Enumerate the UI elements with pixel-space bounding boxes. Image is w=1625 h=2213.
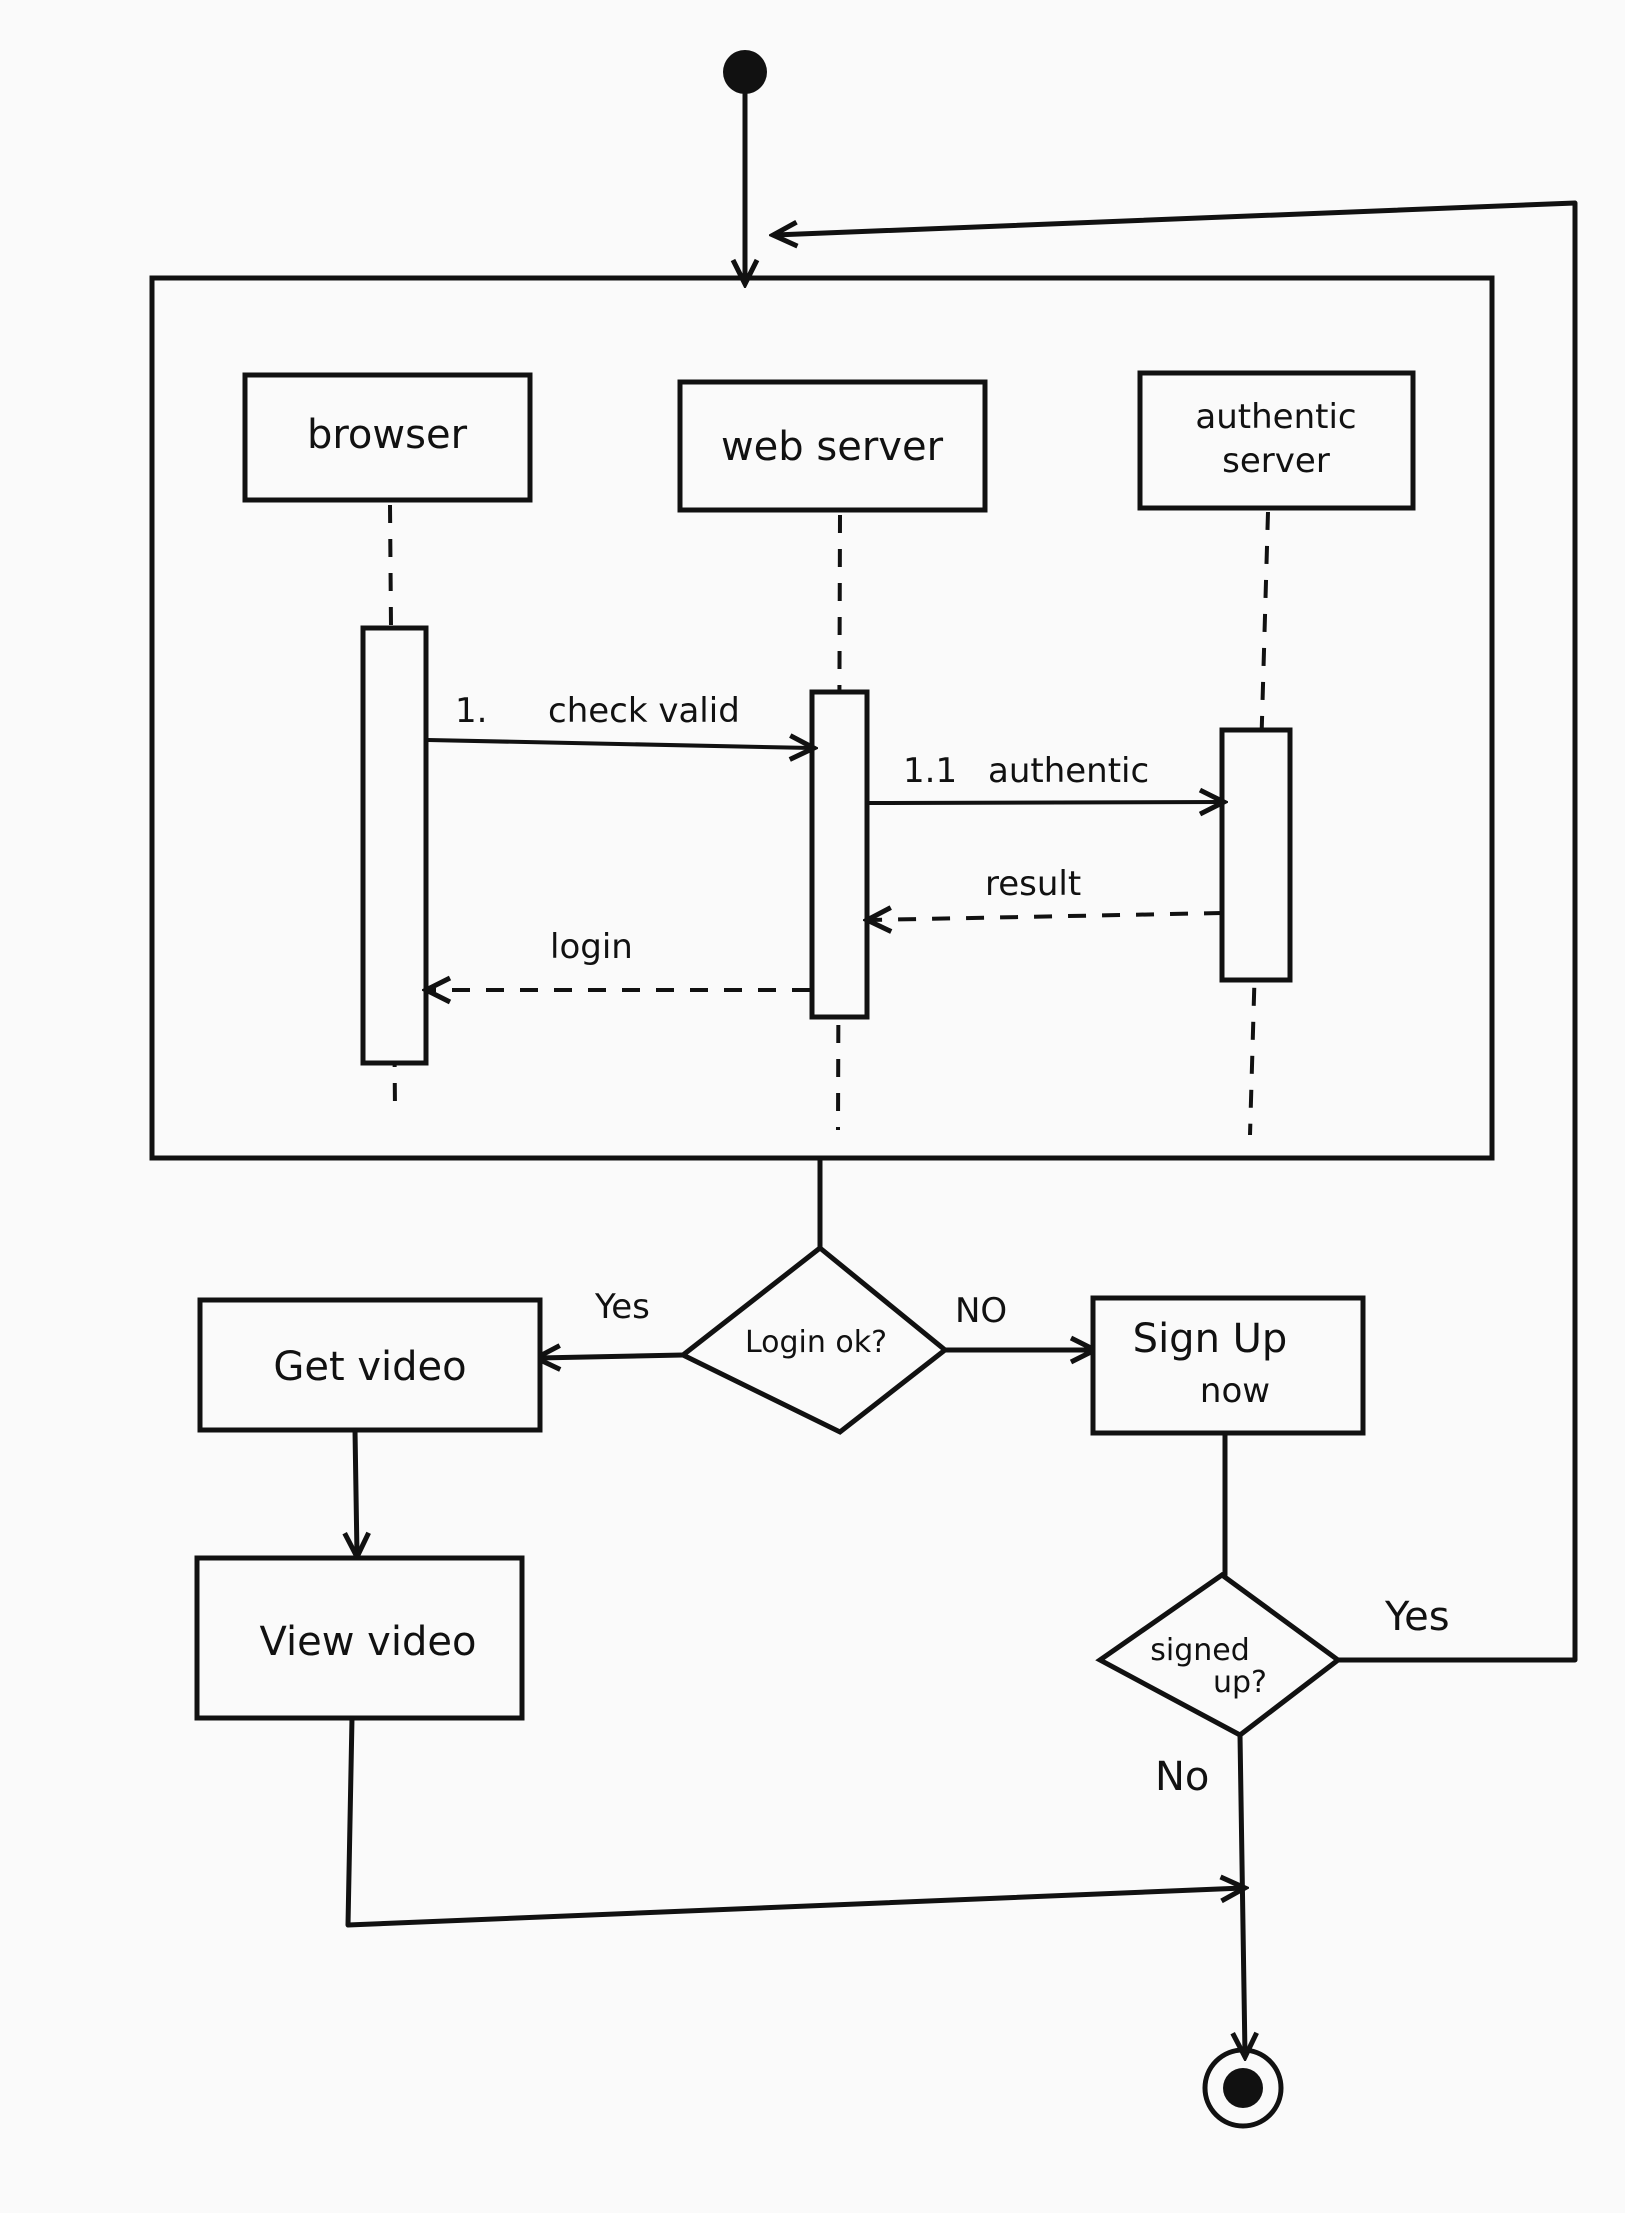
decision-signed-up-label-2: up?: [1213, 1665, 1267, 1700]
message-authentic-label: authentic: [988, 751, 1149, 791]
label-signed-yes: Yes: [1384, 1594, 1450, 1640]
action-view-video: [194, 1555, 525, 1721]
activation-browser: [360, 625, 429, 1066]
sequence-frame: [149, 275, 1495, 1161]
lifeline-browser-label: browser: [307, 412, 468, 458]
message-check-valid: [426, 740, 812, 748]
lifeline-web-server-box: [677, 379, 988, 513]
lifeline-authentic-server-box: [1137, 370, 1416, 511]
message-result: [869, 913, 1223, 920]
action-sign-up-now: [1090, 1295, 1366, 1436]
action-view-video-label: View video: [260, 1619, 477, 1665]
final-node-core: [1223, 2068, 1263, 2108]
decision-login-ok-label: Login ok?: [745, 1325, 887, 1360]
action-get-video: [197, 1297, 543, 1433]
action-sign-up-label-2: now: [1200, 1371, 1270, 1411]
label-login-yes: Yes: [594, 1287, 650, 1327]
action-sign-up-label-1: Sign Up: [1133, 1316, 1288, 1362]
label-signed-no: No: [1155, 1754, 1209, 1800]
flow-view-to-end: [345, 1715, 1243, 1928]
flow-get-to-view: [355, 1427, 357, 1555]
flow-login-yes: [538, 1355, 686, 1358]
message-result-label: result: [985, 864, 1081, 904]
message-authentic: [867, 802, 1222, 803]
loop-back-flow: [775, 200, 1578, 1663]
activation-web-server: [809, 689, 870, 1020]
message-check-valid-label: check valid: [548, 691, 740, 731]
decision-signed-up-label-1: signed: [1150, 1633, 1250, 1668]
lifeline-authentic-server-label-1: authentic: [1195, 397, 1356, 437]
label-login-no: NO: [955, 1291, 1007, 1331]
action-get-video-label: Get video: [273, 1344, 466, 1390]
lifeline-web-server-label: web server: [721, 424, 944, 470]
message-check-valid-number: 1.: [455, 691, 487, 731]
initial-node: [723, 50, 767, 94]
activation-authentic-server: [1219, 727, 1293, 983]
message-login-label: login: [550, 927, 633, 967]
flow-signed-no-to-end: [1240, 1732, 1245, 2055]
message-authentic-number: 1.1: [903, 751, 957, 791]
lifeline-authentic-server-label-2: server: [1222, 441, 1330, 481]
lifeline-browser-box: [242, 372, 533, 503]
final-node-ring: [1202, 2047, 1284, 2129]
decision-login-ok: [678, 1244, 950, 1435]
